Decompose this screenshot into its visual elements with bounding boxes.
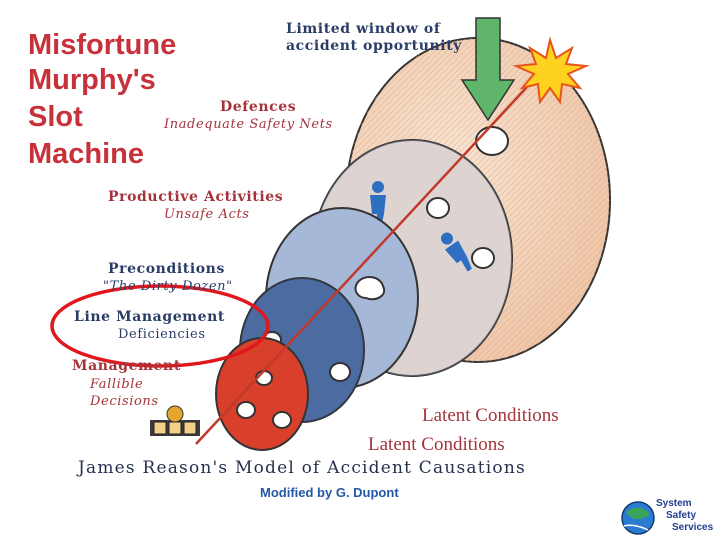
defences-hole xyxy=(475,126,509,156)
line-management-label: Line Management xyxy=(74,309,226,325)
management-label: Management xyxy=(72,358,181,374)
management-hole-2 xyxy=(236,401,256,419)
modified-by: Modified by G. Dupont xyxy=(260,485,399,500)
logo-line-1: System xyxy=(656,498,692,509)
down-arrow-icon xyxy=(460,17,516,122)
explosion-icon xyxy=(512,36,590,105)
logo-line-3: Services xyxy=(672,522,714,533)
latent-conditions-1: Latent Conditions xyxy=(422,405,559,426)
title-line-1: Misfortune xyxy=(28,29,177,61)
line-mgmt-hole-2 xyxy=(329,362,351,382)
management-hole-3 xyxy=(272,411,292,429)
productive-activities-label: Productive Activities xyxy=(108,189,284,205)
slot-machine-icon xyxy=(150,405,200,436)
logo-line-2: Safety xyxy=(666,510,697,521)
preconditions-sublabel: "The Dirty Dozen" xyxy=(103,279,233,294)
defences-label: Defences xyxy=(220,99,297,115)
title-line-2: Murphy's xyxy=(28,64,156,96)
globe-icon xyxy=(621,501,655,535)
highlight-ring xyxy=(50,284,270,368)
window-label-line-2: accident opportunity xyxy=(286,38,463,54)
title-line-3: Slot xyxy=(28,101,83,133)
preconditions-hole xyxy=(354,276,386,301)
accident-trajectory xyxy=(195,59,553,445)
latent-conditions-2: Latent Conditions xyxy=(368,434,505,455)
productive-activities-sublabel: Unsafe Acts xyxy=(164,207,250,222)
model-title: James Reason's Model of Accident Causati… xyxy=(78,458,526,478)
falling-person-icon xyxy=(440,232,472,272)
title-line-4: Machine xyxy=(28,138,145,170)
management-slice xyxy=(215,337,309,451)
preconditions-label: Preconditions xyxy=(108,261,225,277)
defences-sublabel: Inadequate Safety Nets xyxy=(164,117,333,132)
person-icon xyxy=(370,181,386,228)
management-sublabel: Fallible Decisions xyxy=(90,377,159,409)
productive-hole-1 xyxy=(426,197,450,219)
productive-hole-2 xyxy=(471,247,495,269)
line-management-sublabel: Deficiencies xyxy=(118,327,206,342)
window-label-line-1: Limited window of xyxy=(286,21,441,37)
